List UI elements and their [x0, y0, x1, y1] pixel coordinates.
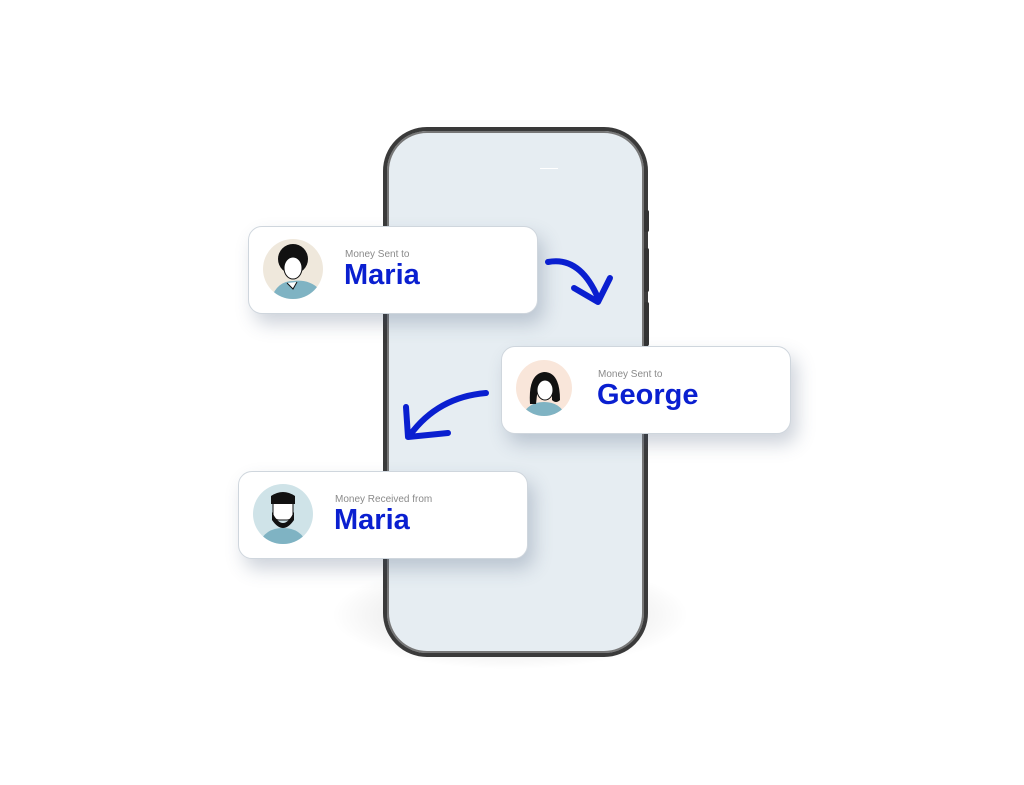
phone-speaker — [540, 168, 558, 169]
arrow-left-down-icon — [403, 390, 489, 440]
avatar-long-hair — [516, 360, 572, 416]
card-name: George — [597, 379, 699, 411]
phone-volume-up-button — [644, 248, 649, 292]
avatar-curly-hair — [263, 239, 323, 299]
card-label: Money Sent to — [598, 369, 663, 380]
phone-volume-down-button — [644, 302, 649, 346]
transaction-card-sent-maria[interactable]: Money Sent to Maria — [248, 226, 538, 314]
transaction-card-sent-george[interactable]: Money Sent to George — [501, 346, 791, 434]
card-name: Maria — [344, 259, 420, 291]
card-label: Money Sent to — [345, 249, 410, 260]
arrow-right-down-icon — [545, 258, 613, 305]
transaction-card-received-maria[interactable]: Money Received from Maria — [238, 471, 528, 559]
card-label: Money Received from — [335, 494, 433, 505]
avatar-bearded-man — [253, 484, 313, 544]
phone-side-button — [644, 210, 649, 232]
card-name: Maria — [334, 504, 410, 536]
